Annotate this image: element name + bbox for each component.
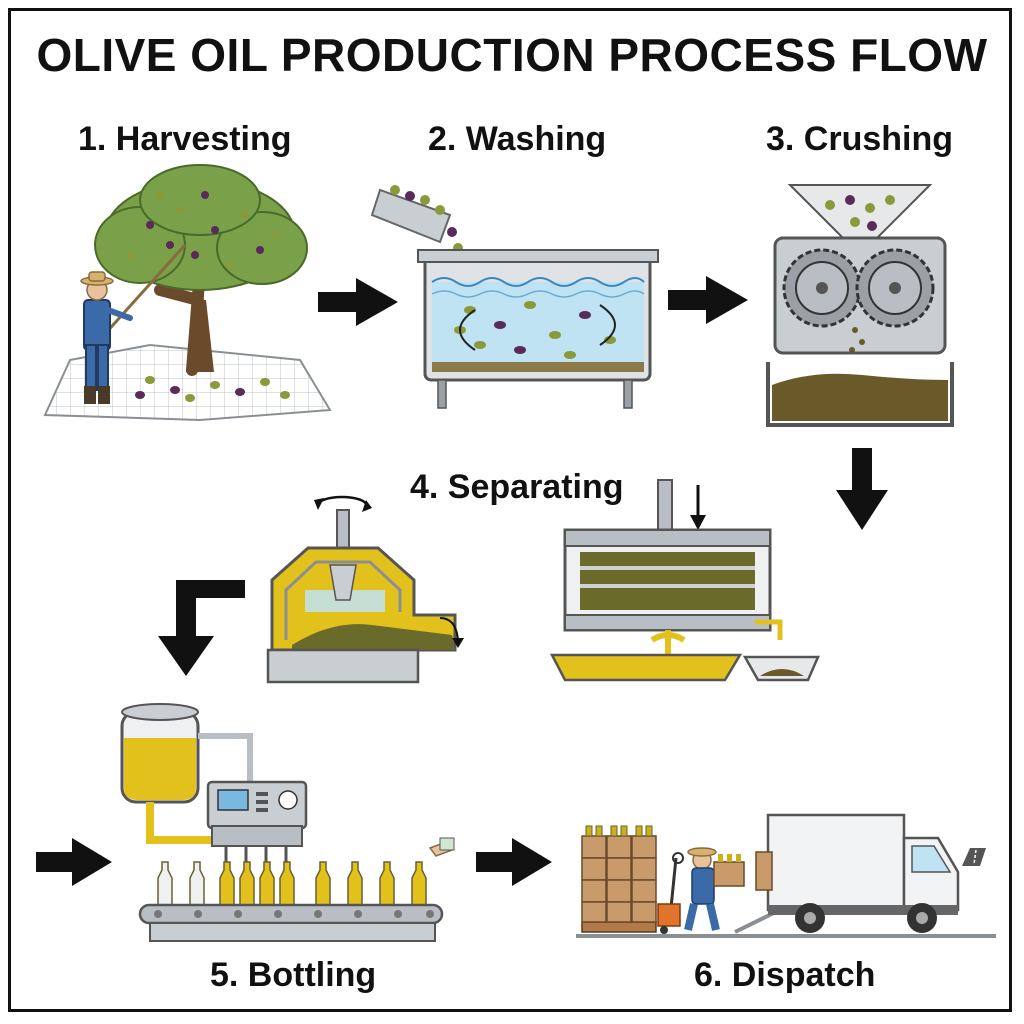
worker-figure [684,847,745,931]
oil-bottles [157,861,427,906]
arrow-into-bottling [36,838,112,886]
control-screen [217,789,249,811]
press-illustration [549,479,820,682]
bottling-illustration [120,703,455,942]
fallen-olives [135,376,290,402]
pallet-of-boxes [581,825,657,933]
farmer-figure [80,243,187,404]
paste-tray [766,362,954,427]
pomace-tray [742,655,820,682]
arrow-crushing-to-pressing [836,448,888,530]
olive-tree-canopy [94,164,308,291]
harvesting-illustration [43,164,332,422]
truck-cargo-box [766,813,906,912]
washing-illustration [370,185,659,409]
pallet-jack [657,852,684,934]
harvest-net [43,343,332,422]
diagram-title: OLIVE OIL PRODUCTION PROCESS FLOW [36,29,988,81]
crushing-illustration [766,184,954,427]
step-label-bottling: 5. Bottling [210,956,377,994]
road-icon [962,848,986,866]
step-label-washing: 2. Washing [428,120,607,158]
olives-on-tree [126,191,279,269]
dispatch-illustration [576,813,996,938]
step-label-harvesting: 1. Harvesting [78,120,292,158]
arrow-bottling-to-dispatch [476,838,552,886]
centrifuge-illustration [266,495,464,684]
step-label-separating: 4. Separating [410,468,624,506]
olive-chute [370,188,452,244]
step-label-dispatch: 6. Dispatch [694,956,876,994]
oil-collection-tray [549,653,743,682]
crusher-hopper [787,184,933,241]
press-mats [580,552,755,610]
olives-in-water [454,301,616,359]
delivery-truck [755,813,960,933]
step-label-crushing: 3. Crushing [766,120,954,158]
arrow-harvesting-to-washing [318,278,398,326]
arrow-washing-to-crushing [668,276,748,324]
arrow-separating-to-bottling [158,580,245,676]
